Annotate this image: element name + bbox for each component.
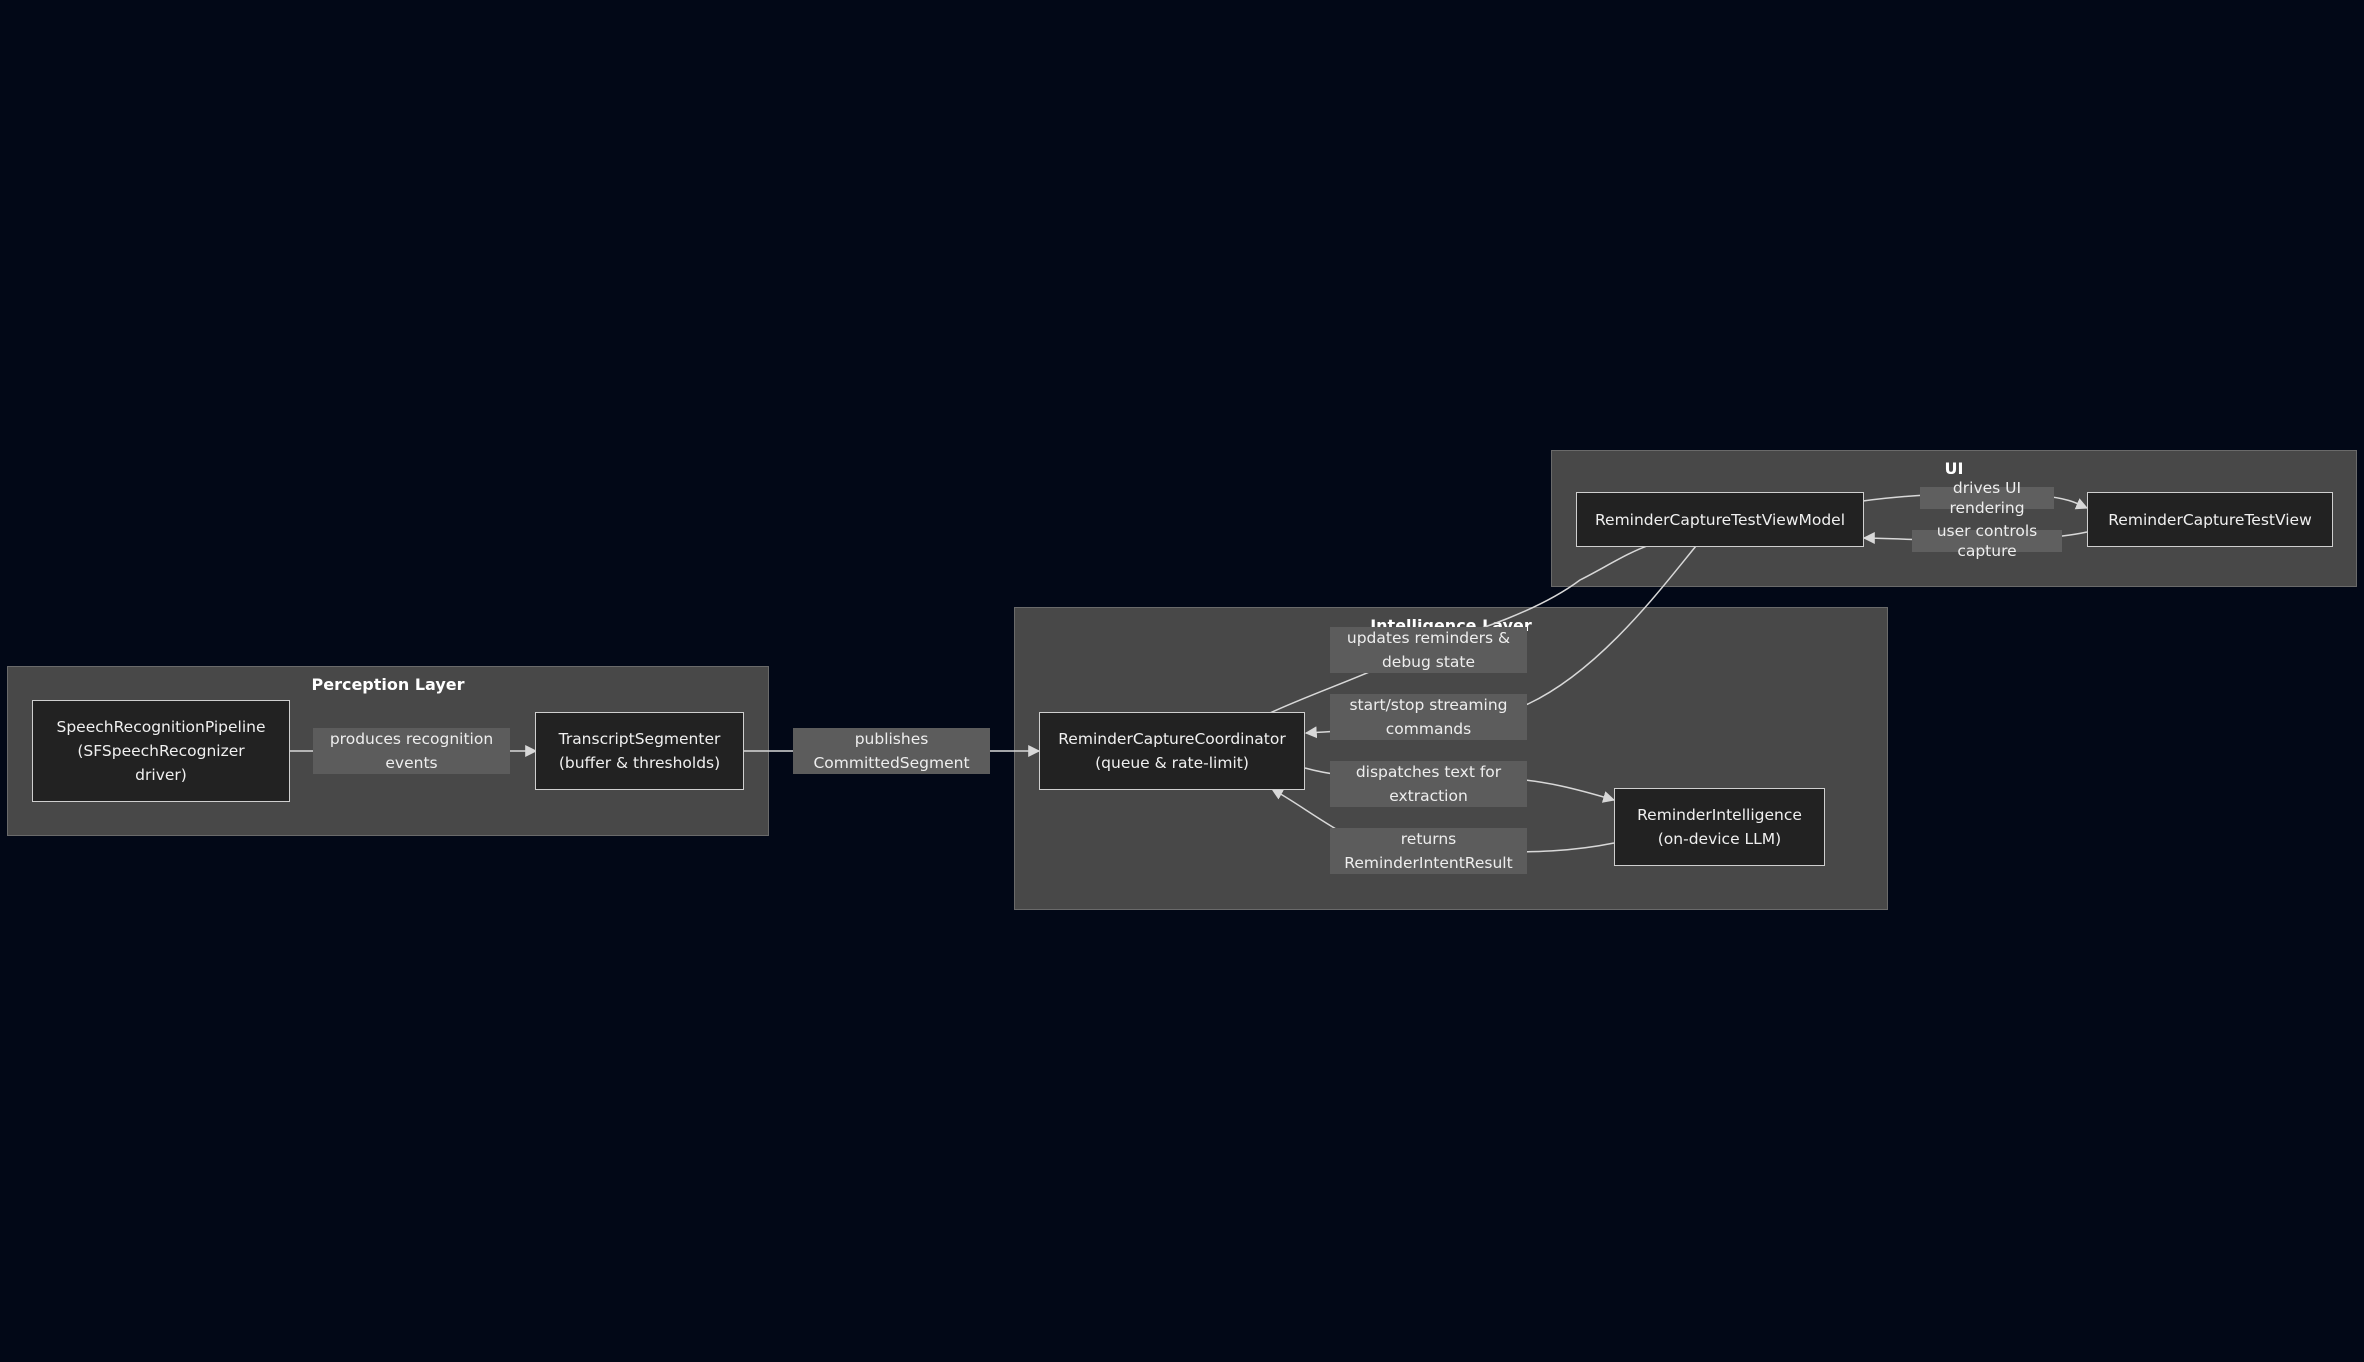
node-reminder-capture-test-view[interactable]: ReminderCaptureTestView <box>2087 492 2333 547</box>
cluster-title-ui: UI <box>1944 459 1964 478</box>
node-reminder-intelligence[interactable]: ReminderIntelligence (on-device LLM) <box>1614 788 1825 866</box>
edge-label-produces-events: produces recognition events <box>313 728 510 774</box>
edge-label-user-controls: user controls capture <box>1912 522 2062 560</box>
cluster-title-perception: Perception Layer <box>311 675 465 694</box>
edge-label-publishes-segment: publishes CommittedSegment <box>793 728 990 774</box>
edge-label-returns-result: returns ReminderIntentResult <box>1330 828 1527 874</box>
edge-label-start-stop: start/stop streaming commands <box>1330 694 1527 740</box>
edge-label-dispatches-text: dispatches text for extraction <box>1330 761 1527 807</box>
node-reminder-capture-test-view-model[interactable]: ReminderCaptureTestViewModel <box>1576 492 1864 547</box>
node-transcript-segmenter[interactable]: TranscriptSegmenter (buffer & thresholds… <box>535 712 744 790</box>
edge-label-drives-ui: drives UI rendering <box>1920 479 2054 517</box>
node-reminder-capture-coordinator[interactable]: ReminderCaptureCoordinator (queue & rate… <box>1039 712 1305 790</box>
edge-label-updates-reminders: updates reminders & debug state <box>1330 627 1527 673</box>
node-speech-recognition-pipeline[interactable]: SpeechRecognitionPipeline (SFSpeechRecog… <box>32 700 290 802</box>
edge-coordinator-to-viewmodel <box>1269 535 1688 714</box>
